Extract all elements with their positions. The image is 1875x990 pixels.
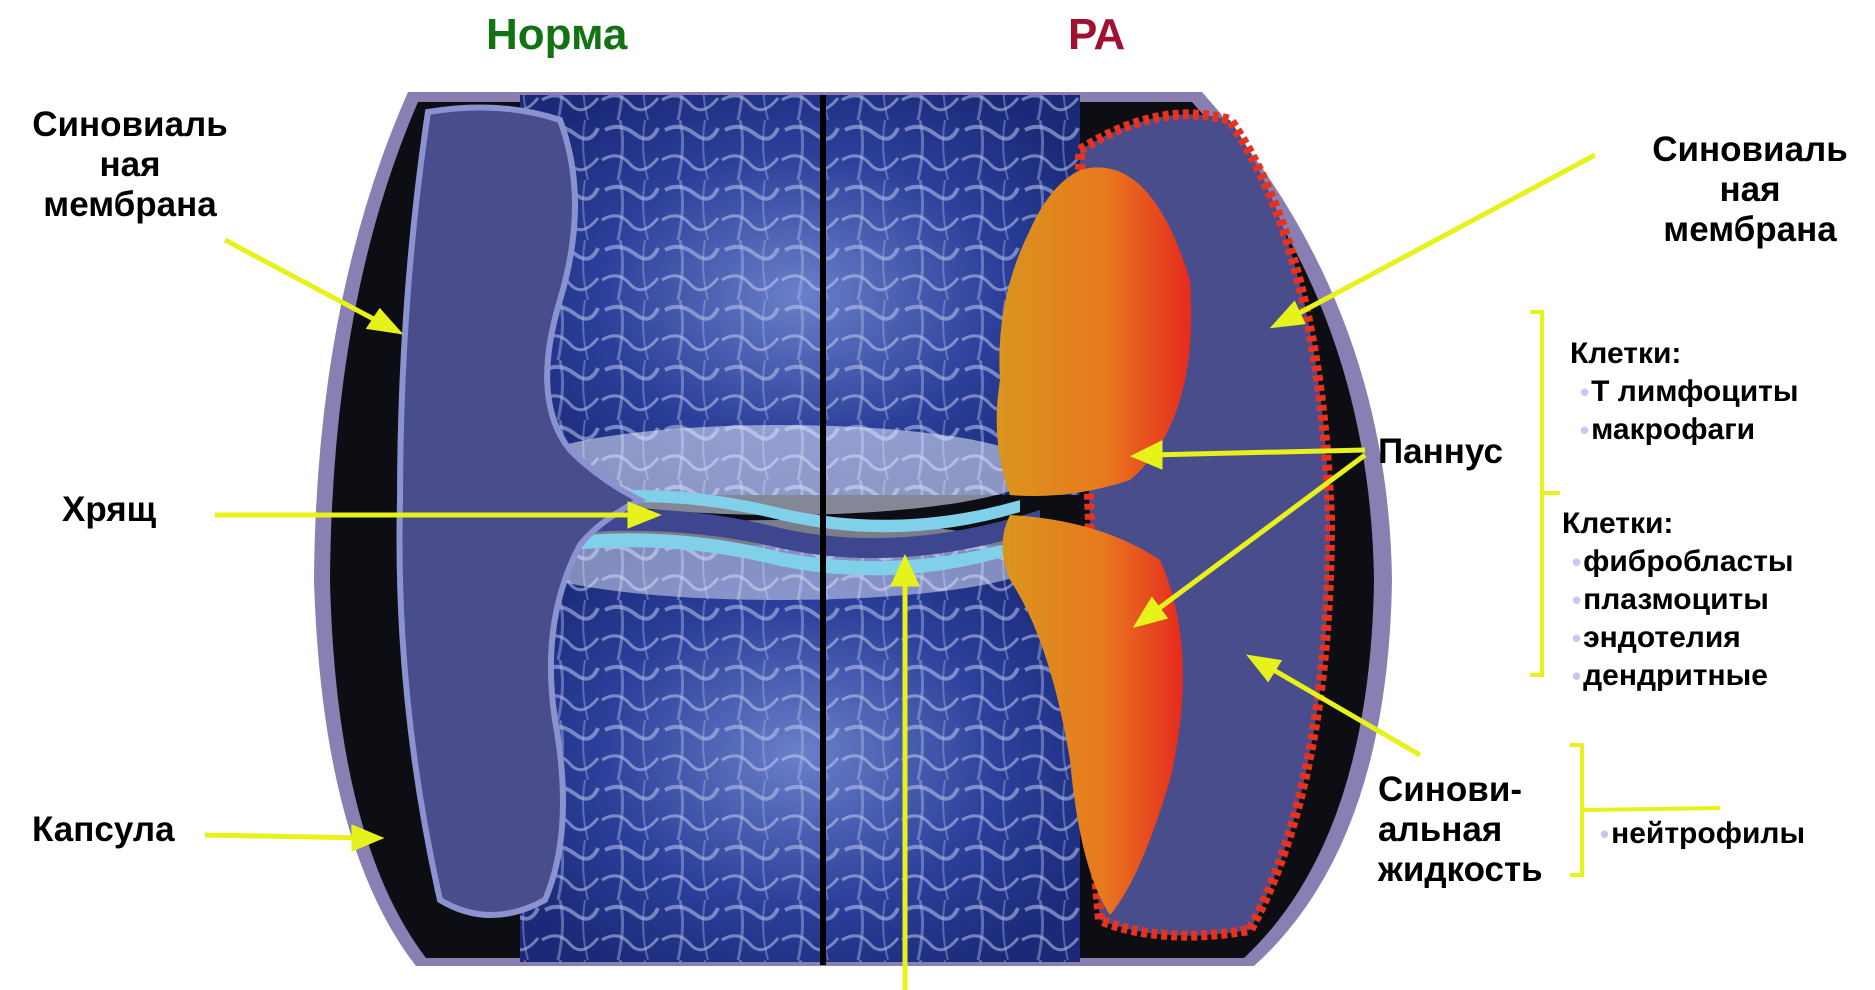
cell-item: плазмоциты <box>1583 583 1769 616</box>
cell-item: нейтрофилы <box>1611 817 1805 850</box>
cell-item: фибробласты <box>1583 545 1793 578</box>
right-synovial-membrane-label: Синовиаль ная мембрана <box>1625 130 1875 250</box>
cells-title: Клетки: <box>1562 505 1794 543</box>
left-synovial-membrane-label: Синовиаль ная мембрана <box>5 105 255 225</box>
bracket-pannus <box>1530 312 1542 675</box>
cell-item: Т лимфоциты <box>1591 375 1798 408</box>
ra-heading: РА <box>1068 10 1125 60</box>
pannus-cells-2: Клетки: •фибробласты •плазмоциты •эндоте… <box>1562 505 1794 695</box>
pannus-label: Паннус <box>1378 432 1503 472</box>
normal-heading: Норма <box>486 10 627 60</box>
cartilage-label: Хрящ <box>62 490 156 530</box>
cell-item: макрофаги <box>1591 413 1755 446</box>
pannus-cells-1: Клетки: •Т лимфоциты •макрофаги <box>1570 335 1798 449</box>
cells-title: Клетки: <box>1570 335 1798 373</box>
fluid-cells: •нейтрофилы <box>1600 815 1805 853</box>
cell-item: эндотелия <box>1583 621 1741 654</box>
cell-item: дендритные <box>1583 659 1768 692</box>
capsule-label: Капсула <box>32 810 175 850</box>
divider-line <box>820 95 826 965</box>
bracket-fluid <box>1570 745 1582 875</box>
synovial-fluid-label: Синови- альная жидкость <box>1378 770 1543 890</box>
